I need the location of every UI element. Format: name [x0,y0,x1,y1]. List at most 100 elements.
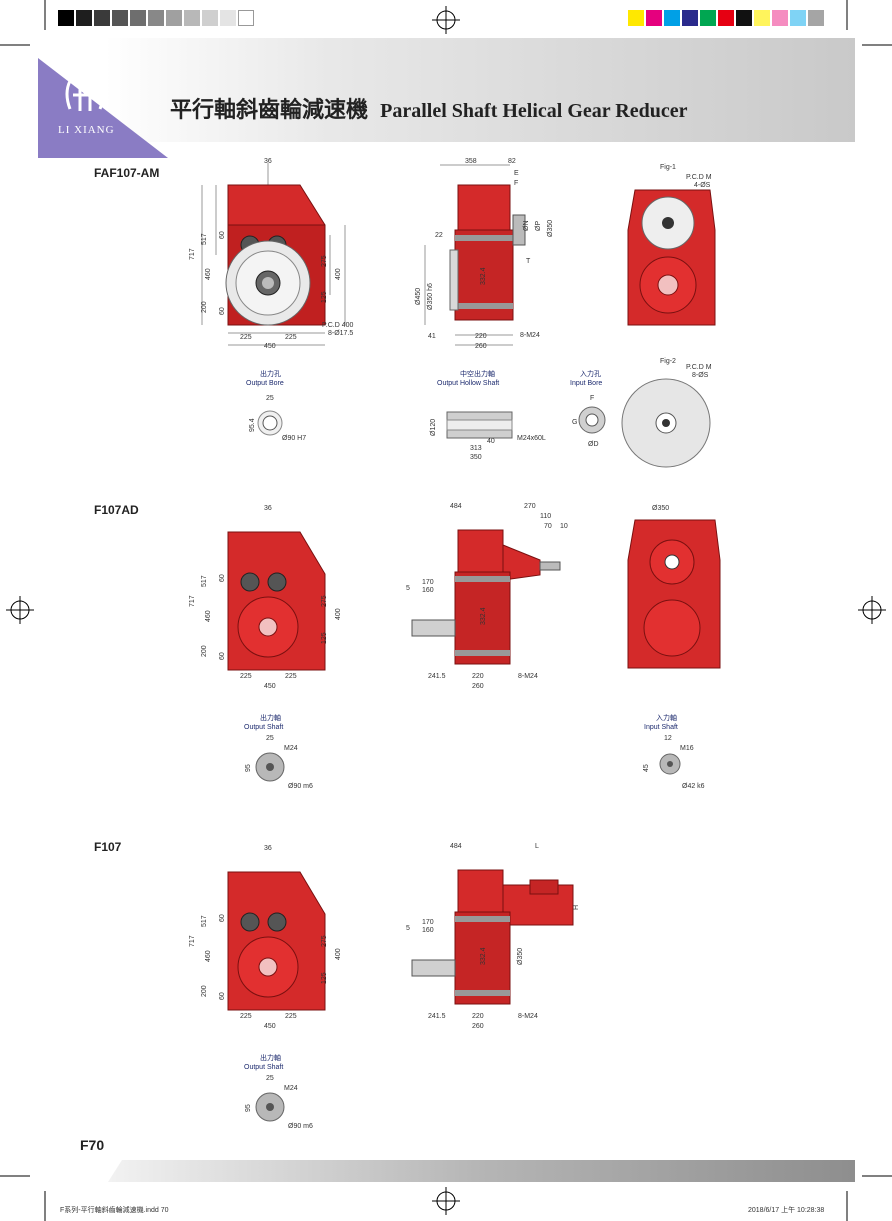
footer-bar [108,1160,855,1182]
f-output-shaft-zh: 出力軸 [260,1053,281,1062]
fad-dim-36: 36 [264,505,272,512]
f-output-shaft-thread: M24 [284,1085,298,1092]
dim-60-top: 60 [219,231,226,239]
f-dim-220: 220 [472,1013,484,1020]
f-dim-200: 200 [201,985,208,997]
f-output-shaft-detail: 出力軸 Output Shaft 25 M24 95 Ø90 m6 [244,1053,313,1130]
hollow-shaft-313: 313 [470,445,482,452]
fad-input-shaft-12: 12 [664,735,672,742]
f-dim-241: 241.5 [428,1013,446,1020]
f-dim-36: 36 [264,845,272,852]
f-output-shaft-95: 95 [245,1104,252,1112]
f-dim-450: 450 [264,1023,276,1030]
dim-460: 460 [205,268,212,280]
input-bore-zh: 入力孔 [580,369,601,378]
fad-dim-160: 160 [422,587,434,594]
f-bolt-label: 8-M24 [518,1013,538,1020]
fig1-holes: 4-ØS [694,182,711,189]
input-bore-detail: 入力孔 Input Bore F G ØD [570,369,606,448]
hole-label: 8-Ø17.5 [328,330,353,337]
f-dim-L: L [535,843,539,850]
f-dim-717: 717 [189,935,196,947]
fad-dim-225-left: 225 [240,673,252,680]
fad-input-shaft-en: Input Shaft [644,724,678,731]
dim-N: ØN [523,221,530,232]
fad-dim-170: 170 [422,579,434,586]
fad-dim-260: 260 [472,683,484,690]
f-side-view: 484 L H 170 160 5 332.4 Ø350 241.5 220 2… [406,843,580,1030]
f-output-shaft-dia: Ø90 m6 [288,1123,313,1130]
fad-input-shaft-zh: 入力軸 [656,713,677,722]
fad-dim-484: 484 [450,503,462,510]
fad-input-shaft-thread: M16 [680,745,694,752]
input-bore-en: Input Bore [570,380,602,387]
fig2-pcd: P.C.D M [686,364,712,371]
dim-200: 200 [201,301,208,313]
fad-output-shaft-dia: Ø90 m6 [288,783,313,790]
fig2-holes: 8-ØS [692,372,709,379]
hollow-shaft-350: 350 [470,454,482,461]
section-label-f: F107 [94,840,122,854]
fad-output-shaft-95: 95 [245,764,252,772]
fad-side-view: 484 270 110 70 10 170 160 5 332.4 241.5 … [406,503,568,690]
fad-dim-125: 125 [321,632,328,644]
fig1-pcd: P.C.D M [686,174,712,181]
fad-dim-200: 200 [201,645,208,657]
dim-P: ØP [535,221,542,231]
f-dim-460: 460 [205,950,212,962]
page-title-en: Parallel Shaft Helical Gear Reducer [380,100,688,122]
dim-225-left: 225 [240,334,252,341]
fad-input-shaft-dia: Ø42 k6 [682,783,705,790]
page-title-zh: 平行軸斜齒輪減速機 [170,97,369,122]
fad-output-shaft-detail: 出力軸 Output Shaft 25 M24 95 Ø90 m6 [244,713,313,790]
logo-text: LI XIANG [58,124,115,136]
f-dim-160: 160 [422,927,434,934]
faf-front-view: 36 717 517 460 200 60 60 275 400 125 225… [189,158,353,350]
dim-41: 41 [428,333,436,340]
logo-icon [65,79,105,111]
fad-dim-60-bottom: 60 [219,652,226,660]
fig1-view: Fig-1 P.C.D M 4-ØS [627,164,716,326]
dim-225-right: 225 [285,334,297,341]
f-dim-260: 260 [472,1023,484,1030]
footer-filename: F系列-平行軸斜齒輪減速機.indd 70 [60,1207,169,1214]
f-dim-60-top: 60 [219,914,226,922]
output-bore-detail: 出力孔 Output Bore 25 95.4 Ø90 H7 [246,369,306,442]
section-label-faf: FAF107-AM [94,166,160,180]
fad-dim-10: 10 [560,523,568,530]
f-dim-400: 400 [335,948,342,960]
f-dim-484: 484 [450,843,462,850]
pcd-label: P.C.D 400 [322,322,353,329]
fig2-label: Fig-2 [660,358,676,365]
fad-dim-400: 400 [335,608,342,620]
input-bore-G: G [572,419,577,426]
dim-332: 332.4 [480,267,487,285]
hollow-shaft-zh: 中空出力軸 [460,369,495,378]
output-bore-en: Output Bore [246,380,284,387]
dim-82: 82 [508,158,516,165]
fad-dim-450: 450 [264,683,276,690]
f-dim-H: H [573,905,580,910]
header-band [105,38,855,142]
hollow-shaft-en: Output Hollow Shaft [437,380,499,387]
fad-output-shaft-zh: 出力軸 [260,713,281,722]
hollow-shaft-120: Ø120 [430,419,437,436]
f-output-shaft-en: Output Shaft [244,1064,283,1071]
hollow-shaft-40: 40 [487,438,495,445]
dim-450-dia: Ø450 [415,288,422,305]
fad-output-shaft-25: 25 [266,735,274,742]
fad-dim-225-right: 225 [285,673,297,680]
dim-220: 220 [475,333,487,340]
logo-panel [38,58,168,158]
f-dim-225-right: 225 [285,1013,297,1020]
bolt-label: 8-M24 [520,332,540,339]
fad-dim-70: 70 [544,523,552,530]
fad-dim-110: 110 [540,513,551,520]
dim-350: Ø350 [547,220,554,237]
output-bore-95: 95.4 [249,418,256,432]
dim-400: 400 [335,268,342,280]
input-bore-D: ØD [588,441,599,448]
hollow-shaft-thread: M24x60L [517,435,546,442]
dim-125: 125 [321,291,328,303]
section-label-fad: F107AD [94,503,139,517]
